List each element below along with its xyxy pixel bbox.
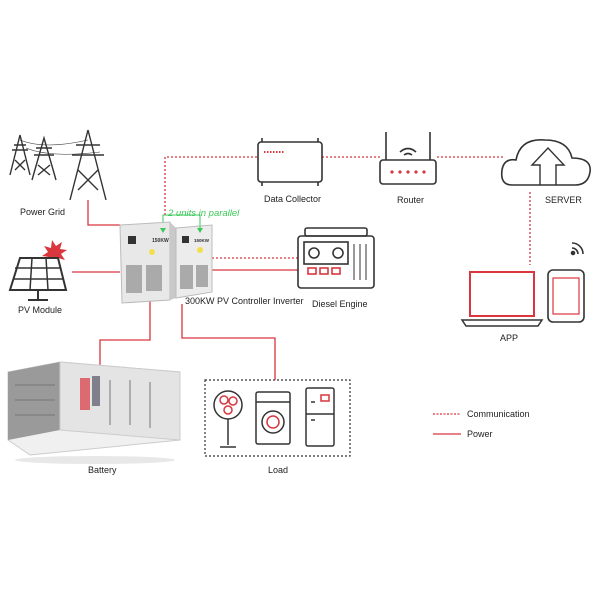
pv-module-label: PV Module xyxy=(18,305,63,315)
diesel-engine-icon xyxy=(297,227,375,289)
data-collector-label: Data Collector xyxy=(264,194,322,204)
load-label: Load xyxy=(268,465,289,475)
legend-communication-label: Communication xyxy=(467,409,530,419)
communication-lines xyxy=(164,156,531,265)
load-group xyxy=(204,379,351,457)
power-grid-towers-icon xyxy=(9,129,107,201)
router-icon xyxy=(379,132,437,185)
inverter-cabinets: 150KW 150KW xyxy=(119,221,213,304)
diesel-engine-label: Diesel Engine xyxy=(312,299,368,309)
parallel-note: 2 units in parallel xyxy=(168,208,240,219)
app-label: APP xyxy=(500,333,519,343)
power-grid-label: Power Grid xyxy=(20,207,66,217)
battery-label: Battery xyxy=(88,465,117,475)
battery-container-icon xyxy=(7,361,181,464)
pv-module-icon xyxy=(8,240,68,301)
data-collector-icon xyxy=(257,138,323,186)
router-label: Router xyxy=(397,195,425,205)
laptop-icon xyxy=(460,271,544,327)
cabinet-rating-1: 150KW xyxy=(152,238,169,244)
legend-marks xyxy=(433,413,461,435)
legend-power-label: Power xyxy=(467,429,493,439)
fan-icon xyxy=(213,390,243,448)
phone-icon xyxy=(547,269,585,323)
washing-machine-icon xyxy=(255,391,291,445)
inverter-label: 300KW PV Controller Inverter xyxy=(185,296,304,306)
wifi-icon xyxy=(570,242,584,256)
parallel-arrows xyxy=(160,214,203,233)
cabinet-rating-2: 150KW xyxy=(194,238,210,243)
server-label: SERVER xyxy=(545,195,582,205)
power-lines xyxy=(72,200,298,380)
refrigerator-icon xyxy=(305,387,335,447)
server-cloud-icon xyxy=(500,139,591,186)
